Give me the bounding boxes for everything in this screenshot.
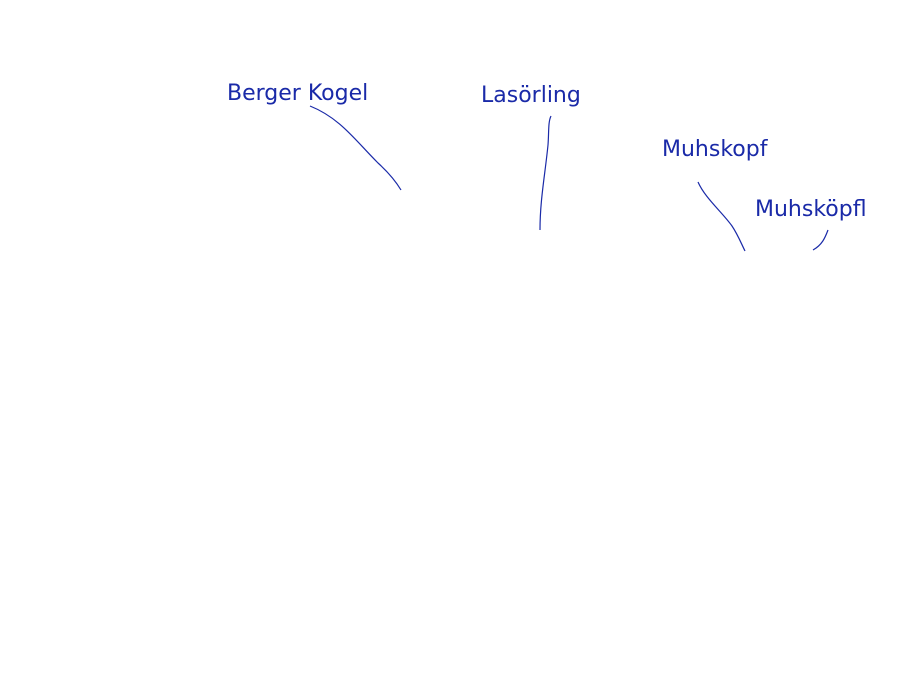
peak-label-muhskoepfl: Muhsköpfl — [755, 197, 867, 222]
leader-line-muhskoepfl — [812, 229, 829, 251]
leader-line-berger-kogel — [309, 105, 402, 191]
peak-label-berger-kogel: Berger Kogel — [227, 81, 369, 106]
peak-label-lasoerling: Lasörling — [481, 83, 581, 108]
peak-label-muhskopf: Muhskopf — [662, 137, 768, 162]
leader-line-lasoerling — [539, 115, 552, 231]
leader-line-muhskopf — [697, 181, 746, 252]
